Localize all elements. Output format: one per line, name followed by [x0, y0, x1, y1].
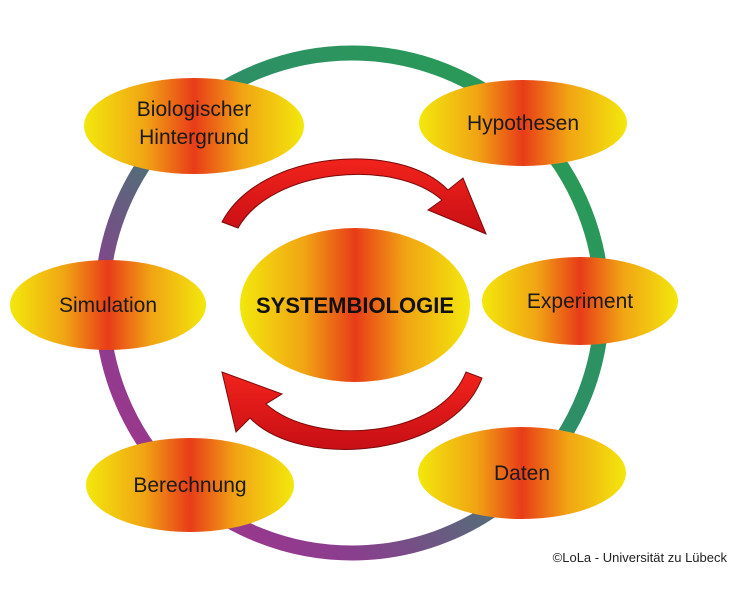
node-berechnung-label: Berechnung: [133, 474, 246, 497]
node-biologischer-hintergrund-label-line2: Hintergrund: [139, 126, 249, 149]
node-daten-label: Daten: [494, 462, 550, 485]
node-experiment-label: Experiment: [527, 290, 633, 313]
node-biologischer-hintergrund: Biologischer Hintergrund: [84, 78, 304, 174]
node-berechnung: Berechnung: [86, 438, 294, 532]
node-experiment: Experiment: [482, 257, 678, 345]
upper-cycle-arrow: [221, 158, 487, 235]
copyright-notice: ©LoLa - Universität zu Lübeck: [552, 550, 727, 565]
center-node: SYSTEMBIOLOGIE: [240, 228, 470, 382]
node-simulation-label: Simulation: [59, 294, 157, 317]
node-daten: Daten: [418, 427, 626, 519]
node-simulation: Simulation: [10, 260, 206, 350]
node-hypothesen-label: Hypothesen: [467, 112, 579, 135]
node-biologischer-hintergrund-label-line1: Biologischer: [137, 98, 251, 121]
lower-cycle-arrow: [221, 371, 483, 450]
node-hypothesen: Hypothesen: [419, 80, 627, 166]
center-label: SYSTEMBIOLOGIE: [256, 293, 454, 318]
